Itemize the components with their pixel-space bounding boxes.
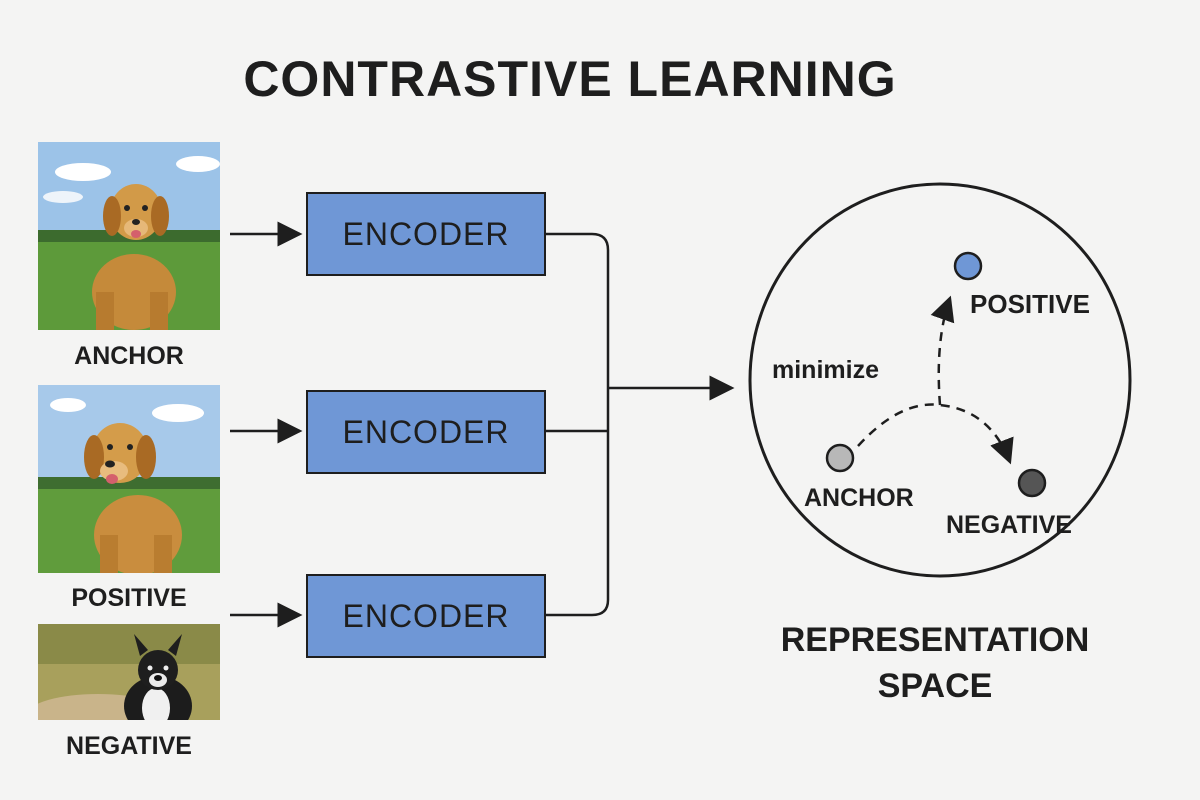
anchor-point (825, 443, 855, 473)
representation-space-title: REPRESENTATION SPACE (760, 617, 1110, 709)
representation-space-title-line2: SPACE (877, 667, 993, 705)
negative-label: NEGATIVE (66, 732, 192, 760)
positive-photo (38, 385, 220, 573)
anchor-photo (38, 142, 220, 330)
negative-point (1017, 468, 1047, 498)
negative-point-label: NEGATIVE (946, 511, 1072, 539)
encoder-label: ENCODER (342, 597, 510, 634)
anchor-label: ANCHOR (74, 342, 184, 370)
dashed-arrow-to-positive (930, 295, 955, 406)
positive-label: POSITIVE (71, 584, 187, 612)
anchor-point-label: ANCHOR (804, 484, 914, 512)
positive-point-label: POSITIVE (970, 289, 1090, 319)
negative-photo (38, 624, 220, 720)
diagram-title: CONTRASTIVE LEARNING (243, 51, 897, 107)
positive-point (953, 251, 983, 281)
minimize-label: minimize (772, 356, 879, 384)
representation-space-title-line1: REPRESENTATION (780, 621, 1090, 659)
representation-space-circle (748, 182, 1132, 578)
encoder-label: ENCODER (342, 215, 510, 252)
encoder-box-negative: ENCODER (306, 574, 546, 658)
encoder-box-positive: ENCODER (306, 390, 546, 474)
encoder-box-anchor: ENCODER (306, 192, 546, 276)
dashed-arrow-to-negative (857, 403, 1014, 465)
merge-bracket (546, 232, 610, 617)
encoder-label: ENCODER (342, 413, 510, 450)
